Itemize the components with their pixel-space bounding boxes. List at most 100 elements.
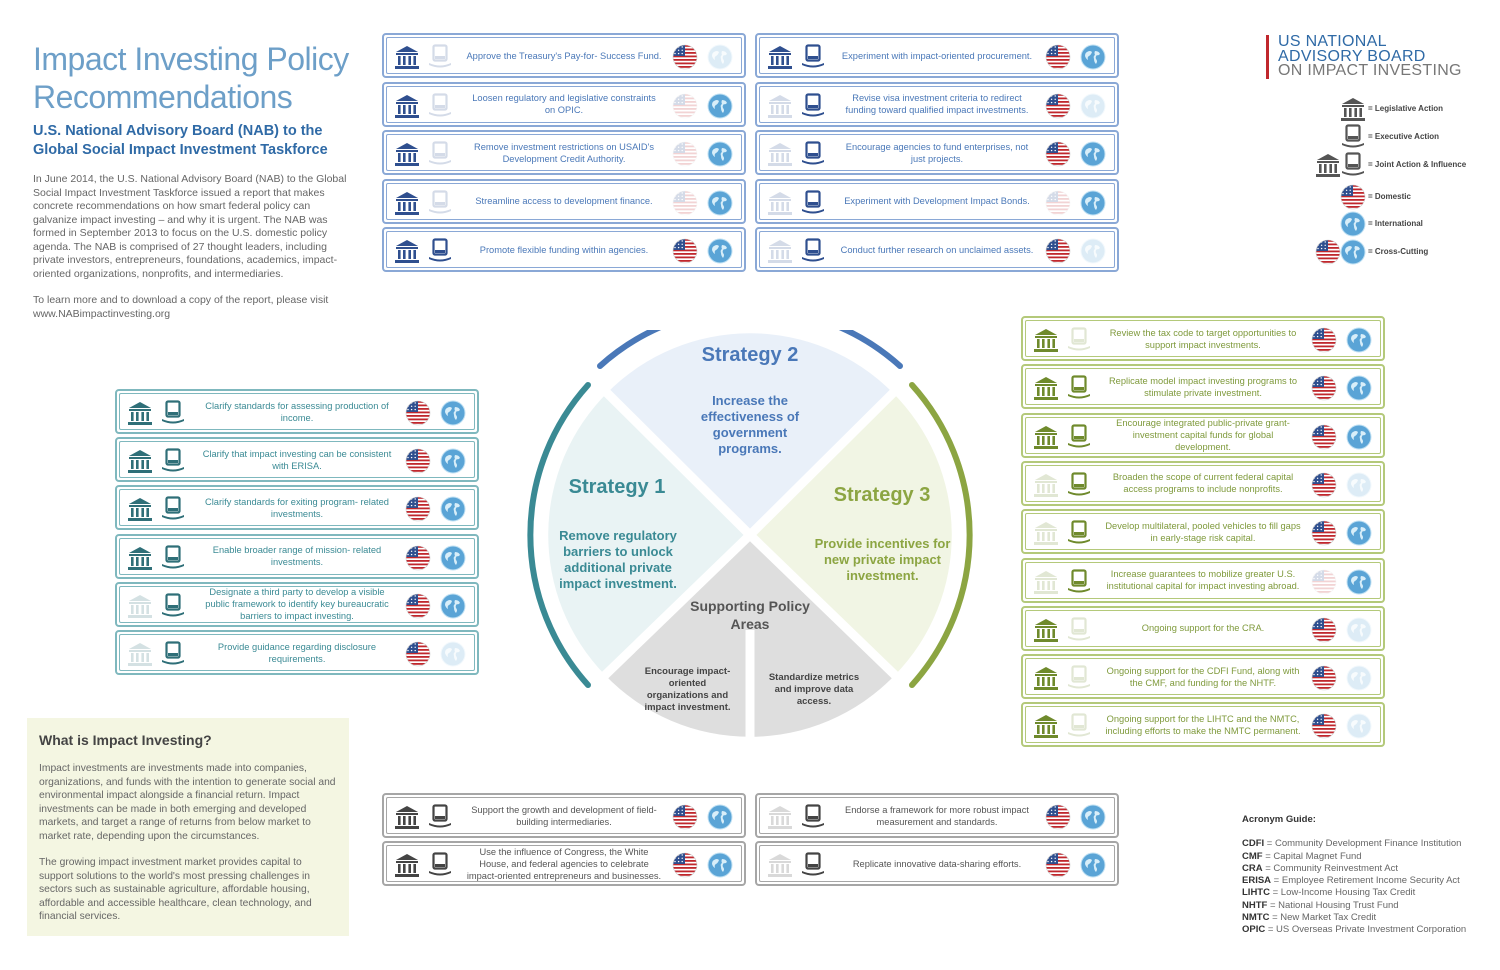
strategy2-card-text: Remove investment restrictions on USAID'… xyxy=(473,141,655,164)
us-flag-icon xyxy=(672,238,698,264)
acronym-list: CDFI = Community Development Finance Ins… xyxy=(1242,838,1492,936)
us-flag-icon xyxy=(1045,804,1071,830)
top-hat-icon xyxy=(427,189,453,216)
capitol-icon xyxy=(767,93,793,119)
acronym-full: = Low-Income Housing Tax Credit xyxy=(1269,887,1416,899)
intro-paragraph: In June 2014, the U.S. National Advisory… xyxy=(33,173,347,280)
us-flag-icon xyxy=(1311,569,1337,595)
support-card: Use the influence of Congress, the White… xyxy=(382,841,746,886)
card-inner-border xyxy=(386,85,742,123)
strategy-1-title: Strategy 1 xyxy=(568,476,666,498)
legend-legislative-label: = Legislative Action xyxy=(1368,104,1444,113)
us-flag-icon xyxy=(1340,184,1366,210)
legend-cross-cutting: = Cross-Cutting xyxy=(1310,239,1500,265)
card-inner-border xyxy=(1025,368,1381,406)
top-hat-icon xyxy=(427,852,453,878)
globe-icon xyxy=(1346,472,1372,498)
strategy3-card-text: Develop multilateral, pooled vehicles to… xyxy=(1105,520,1301,543)
strategy2-card-text: Approve the Treasury's Pay-for- Success … xyxy=(466,50,662,61)
legend-domestic: = Domestic xyxy=(1310,184,1500,210)
acronym-abbr: CDFI xyxy=(1242,838,1265,850)
strategy-1-arc xyxy=(527,382,591,688)
strategy3-card: Broaden the scope of current federal cap… xyxy=(1021,460,1385,506)
legend-executive: = Executive Action xyxy=(1310,124,1500,150)
globe-icon xyxy=(1080,190,1106,216)
us-flag-icon xyxy=(1311,472,1337,498)
top-hat-icon xyxy=(427,92,453,119)
us-flag-icon xyxy=(1045,93,1071,119)
card-inner-border xyxy=(119,393,475,430)
top-hat-icon xyxy=(800,44,826,70)
support-card: Support the growth and development of fi… xyxy=(382,793,746,838)
strategy-2-text: Increase the effectiveness of government… xyxy=(700,393,800,456)
card-inner-border xyxy=(386,182,742,220)
top-hat-icon xyxy=(1066,520,1092,546)
legend-joint-label: = Joint Action & Influence xyxy=(1368,160,1467,169)
brand-line-3: ON IMPACT INVESTING xyxy=(1278,62,1462,79)
what-is-paragraph-2: The growing impact investment market pro… xyxy=(39,857,312,922)
strategy2-card-text: Promote flexible funding within agencies… xyxy=(479,244,649,255)
capitol-icon xyxy=(394,852,420,878)
card-inner-border xyxy=(1025,609,1381,647)
capitol-icon xyxy=(394,44,420,70)
strategy1-card-text: Enable broader range of mission- related… xyxy=(212,545,382,568)
strategy2-card: Encourage agencies to fund enterprises, … xyxy=(755,130,1119,175)
globe-icon xyxy=(707,852,733,878)
strategy2-card: Revise visa investment criteria to redir… xyxy=(755,81,1119,127)
support-left-text: Encourage impact-oriented organizations … xyxy=(644,666,731,713)
report-link-text[interactable]: To learn more and to download a copy of … xyxy=(33,294,329,320)
capitol-icon xyxy=(1033,617,1059,643)
acronym-item: ERISA = Employee Retirement Income Secur… xyxy=(1242,875,1492,887)
top-hat-icon xyxy=(427,804,453,830)
card-inner-border xyxy=(1025,658,1381,696)
card-inner-border xyxy=(386,37,742,74)
strategy3-card: Increase guarantees to mobilize greater … xyxy=(1021,557,1385,603)
us-flag-icon xyxy=(405,641,431,667)
top-hat-icon xyxy=(1066,423,1092,450)
legend-international-label: = International xyxy=(1368,219,1423,228)
acronym-guide-heading: Acronym Guide: xyxy=(1242,814,1316,825)
capitol-icon xyxy=(127,448,153,474)
globe-icon xyxy=(1340,239,1366,265)
capitol-icon xyxy=(767,852,793,878)
globe-icon xyxy=(1080,852,1106,878)
what-is-paragraph-1: Impact investments are investments made … xyxy=(39,763,336,842)
strategy3-card-text: Replicate model impact investing program… xyxy=(1108,375,1298,398)
globe-icon xyxy=(1080,93,1106,119)
strategy1-card: Designate a third party to develop a vis… xyxy=(115,581,479,627)
capitol-icon xyxy=(1033,520,1059,546)
acronym-abbr: OPIC xyxy=(1242,924,1266,936)
strategy-3-title: Strategy 3 xyxy=(833,484,931,506)
strategy3-card: Develop multilateral, pooled vehicles to… xyxy=(1021,509,1385,555)
strategy-2-sector xyxy=(608,333,892,535)
card-inner-border xyxy=(119,441,475,479)
support-card: Endorse a framework for more robust impa… xyxy=(755,793,1119,838)
us-flag-icon xyxy=(672,190,698,216)
top-hat-icon xyxy=(800,189,826,216)
acronym-full: = National Housing Trust Fund xyxy=(1267,899,1399,911)
card-inner-border xyxy=(759,231,1115,268)
strategy2-card: Loosen regulatory and legislative constr… xyxy=(382,81,746,127)
acronym-full: = Employee Retirement Income Security Ac… xyxy=(1271,875,1460,887)
globe-icon xyxy=(1346,569,1372,595)
strategy3-card: Ongoing support for the CDFI Fund, along… xyxy=(1021,654,1385,700)
us-flag-icon xyxy=(1045,141,1071,167)
globe-icon xyxy=(1346,665,1372,691)
card-inner-border xyxy=(386,134,742,171)
strategy3-card-text: Broaden the scope of current federal cap… xyxy=(1112,472,1294,495)
top-hat-icon xyxy=(800,141,826,167)
support-card-text: Use the influence of Congress, the White… xyxy=(466,846,662,881)
us-flag-icon xyxy=(1045,44,1071,70)
top-hat-icon xyxy=(1066,327,1092,353)
capitol-icon xyxy=(394,190,420,216)
globe-icon xyxy=(1346,424,1372,450)
card-inner-border xyxy=(759,134,1115,171)
capitol-icon xyxy=(1033,375,1059,401)
globe-icon xyxy=(440,400,466,426)
acronym-abbr: ERISA xyxy=(1242,875,1272,887)
capitol-icon xyxy=(127,593,153,619)
strategy1-card-text: Clarify that impact investing can be con… xyxy=(202,448,392,471)
top-hat-icon xyxy=(800,92,826,119)
top-hat-icon xyxy=(160,400,186,426)
page-title: Impact Investing Policy Recommendations xyxy=(33,41,349,115)
